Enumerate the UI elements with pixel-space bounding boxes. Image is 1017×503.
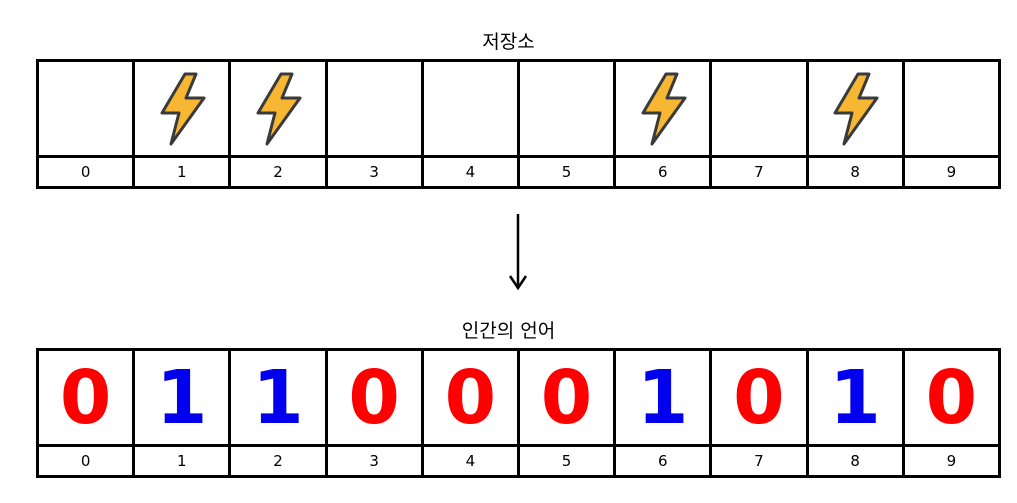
bit-index: 9 — [901, 444, 1002, 478]
bit-cell: 0 — [516, 348, 617, 447]
storage-cell — [516, 59, 617, 158]
bit-index: 3 — [324, 444, 424, 478]
bit-cell: 0 — [35, 348, 136, 447]
bit-cell: 1 — [132, 348, 232, 447]
lightning-bolt-icon — [160, 72, 206, 145]
bit-digit: 0 — [444, 354, 497, 441]
storage-cell — [228, 59, 328, 158]
storage-cell — [132, 59, 232, 158]
storage-index: 7 — [709, 155, 809, 189]
storage-title: 저장소 — [482, 31, 535, 53]
storage-index: 4 — [420, 155, 520, 189]
bit-digit: 0 — [925, 354, 978, 441]
storage-index: 5 — [516, 155, 617, 189]
bit-cell: 0 — [709, 348, 809, 447]
bit-cell: 1 — [228, 348, 328, 447]
bit-index: 1 — [132, 444, 232, 478]
storage-cell — [805, 59, 905, 158]
bit-digit: 0 — [540, 354, 593, 441]
human-language-title: 인간의 언어 — [461, 320, 556, 342]
arrow-down-icon — [508, 214, 528, 291]
storage-cell — [420, 59, 520, 158]
storage-index: 0 — [35, 155, 136, 189]
bit-index: 8 — [805, 444, 905, 478]
bit-digit: 1 — [156, 354, 208, 441]
bit-cell: 0 — [324, 348, 424, 447]
storage-index: 6 — [613, 155, 713, 189]
bit-digit: 0 — [733, 354, 785, 441]
bit-cell: 1 — [613, 348, 713, 447]
lightning-bolt-icon — [641, 72, 687, 145]
bit-index: 2 — [228, 444, 328, 478]
storage-cell — [35, 59, 136, 158]
bit-digit: 1 — [636, 354, 689, 441]
storage-cell — [324, 59, 424, 158]
bit-digit: 1 — [829, 354, 881, 441]
bit-index: 6 — [613, 444, 713, 478]
lightning-bolt-icon — [256, 72, 302, 145]
storage-index: 9 — [901, 155, 1002, 189]
bit-index: 7 — [709, 444, 809, 478]
storage-index: 3 — [324, 155, 424, 189]
bit-index: 4 — [420, 444, 520, 478]
bit-index: 5 — [516, 444, 617, 478]
bit-digit: 0 — [348, 354, 400, 441]
storage-index: 8 — [805, 155, 905, 189]
bit-cell: 1 — [805, 348, 905, 447]
storage-cell — [901, 59, 1002, 158]
bit-cell: 0 — [901, 348, 1002, 447]
bit-cell: 0 — [420, 348, 520, 447]
storage-index: 1 — [132, 155, 232, 189]
storage-index: 2 — [228, 155, 328, 189]
bit-digit: 1 — [252, 354, 304, 441]
storage-cell-row — [35, 59, 1002, 158]
bit-digit: 0 — [59, 354, 112, 441]
storage-cell — [709, 59, 809, 158]
bit-index: 0 — [35, 444, 136, 478]
storage-cell — [613, 59, 713, 158]
lightning-bolt-icon — [833, 72, 879, 145]
